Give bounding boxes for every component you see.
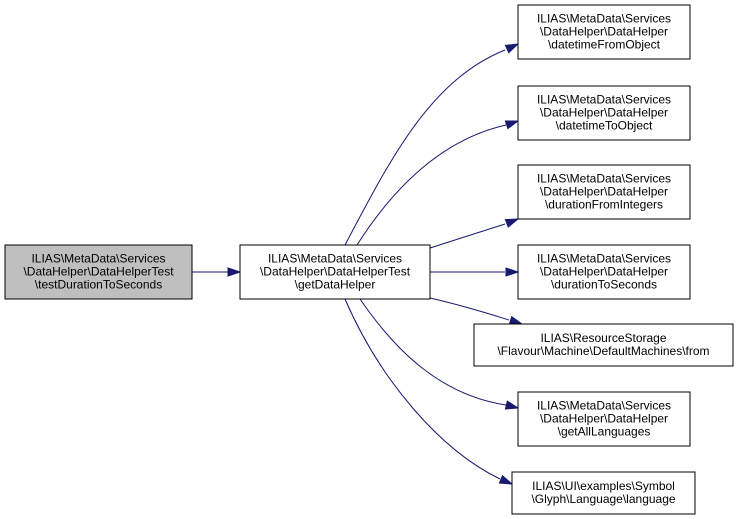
node-box bbox=[473, 323, 734, 367]
edge-arrowhead bbox=[508, 315, 524, 325]
edge-arrowhead bbox=[504, 120, 520, 130]
node-label-line: ILIAS\ResourceStorage bbox=[540, 331, 666, 345]
node-label-line: ILIAS\MetaData\Services bbox=[537, 172, 671, 186]
node-label-line: \datetimeToObject bbox=[556, 119, 653, 133]
edge-arrowhead bbox=[227, 267, 242, 277]
node-box bbox=[4, 244, 193, 300]
edge-line bbox=[359, 298, 507, 406]
node-getter[interactable]: ILIAS\MetaData\Services\DataHelper\DataH… bbox=[239, 244, 431, 300]
node-durToSec[interactable]: ILIAS\MetaData\Services\DataHelper\DataH… bbox=[517, 244, 691, 300]
node-label-line: ILIAS\MetaData\Services bbox=[31, 252, 165, 266]
node-dtFromObj[interactable]: ILIAS\MetaData\Services\DataHelper\DataH… bbox=[517, 4, 691, 60]
edge-test-to-getter bbox=[192, 267, 242, 277]
edge-arrowhead bbox=[504, 400, 520, 410]
node-label-line: ILIAS\MetaData\Services bbox=[537, 12, 671, 26]
edge-getter-to-durFromInt bbox=[429, 218, 520, 249]
node-box bbox=[511, 471, 696, 515]
node-label-line: \DataHelper\DataHelper bbox=[540, 412, 668, 426]
edge-getter-to-language bbox=[344, 298, 514, 485]
edges-layer bbox=[192, 43, 524, 485]
edge-getter-to-durToSec bbox=[430, 267, 520, 277]
node-langs[interactable]: ILIAS\MetaData\Services\DataHelper\DataH… bbox=[517, 391, 691, 447]
node-box bbox=[239, 244, 431, 300]
nodes-layer: ILIAS\MetaData\Services\DataHelper\DataH… bbox=[4, 4, 734, 515]
node-label-line: ILIAS\MetaData\Services bbox=[537, 252, 671, 266]
node-label-line: \DataHelper\DataHelperTest bbox=[260, 265, 411, 279]
node-label-line: \DataHelper\DataHelper bbox=[540, 265, 668, 279]
edge-line bbox=[344, 298, 501, 480]
node-durFromInt[interactable]: ILIAS\MetaData\Services\DataHelper\DataH… bbox=[517, 164, 691, 220]
node-label-line: ILIAS\MetaData\Services bbox=[268, 252, 402, 266]
node-box bbox=[517, 391, 691, 447]
node-label-line: \DataHelper\DataHelper bbox=[540, 25, 668, 39]
edge-arrowhead bbox=[504, 43, 520, 54]
node-label-line: \getAllLanguages bbox=[558, 425, 651, 439]
node-label-line: \DataHelper\DataHelperTest bbox=[23, 265, 174, 279]
node-from[interactable]: ILIAS\ResourceStorage\Flavour\Machine\De… bbox=[473, 323, 734, 367]
node-label-line: ILIAS\UI\examples\Symbol bbox=[532, 479, 675, 493]
node-box bbox=[517, 244, 691, 300]
edge-getter-to-dtToObj bbox=[356, 120, 520, 246]
edge-arrowhead bbox=[504, 218, 520, 228]
node-label-line: \datetimeFromObject bbox=[548, 38, 661, 52]
node-box bbox=[517, 4, 691, 60]
node-box bbox=[517, 164, 691, 220]
edge-line bbox=[429, 223, 506, 249]
edge-getter-to-langs bbox=[359, 298, 520, 410]
edge-getter-to-from bbox=[429, 297, 524, 325]
edge-arrowhead bbox=[498, 474, 514, 485]
node-label-line: \Glyph\Language\language bbox=[531, 492, 675, 506]
node-label-line: ILIAS\MetaData\Services bbox=[537, 93, 671, 107]
node-label-line: \DataHelper\DataHelper bbox=[540, 106, 668, 120]
node-box bbox=[517, 85, 691, 141]
edge-line bbox=[344, 49, 506, 246]
node-label-line: \getDataHelper bbox=[295, 278, 376, 292]
edge-getter-to-dtFromObj bbox=[344, 43, 520, 246]
edge-arrowhead bbox=[505, 267, 520, 277]
node-label-line: \DataHelper\DataHelper bbox=[540, 185, 668, 199]
node-label-line: ILIAS\MetaData\Services bbox=[537, 399, 671, 413]
node-label-line: \durationFromIntegers bbox=[545, 198, 663, 212]
node-test: ILIAS\MetaData\Services\DataHelper\DataH… bbox=[4, 244, 193, 300]
node-label-line: \durationToSeconds bbox=[551, 278, 657, 292]
node-language[interactable]: ILIAS\UI\examples\Symbol\Glyph\Language\… bbox=[511, 471, 696, 515]
node-label-line: \testDurationToSeconds bbox=[35, 278, 162, 292]
node-label-line: \Flavour\Machine\DefaultMachines\from bbox=[497, 344, 709, 358]
edge-line bbox=[356, 124, 507, 246]
node-dtToObj[interactable]: ILIAS\MetaData\Services\DataHelper\DataH… bbox=[517, 85, 691, 141]
edge-line bbox=[429, 297, 510, 321]
